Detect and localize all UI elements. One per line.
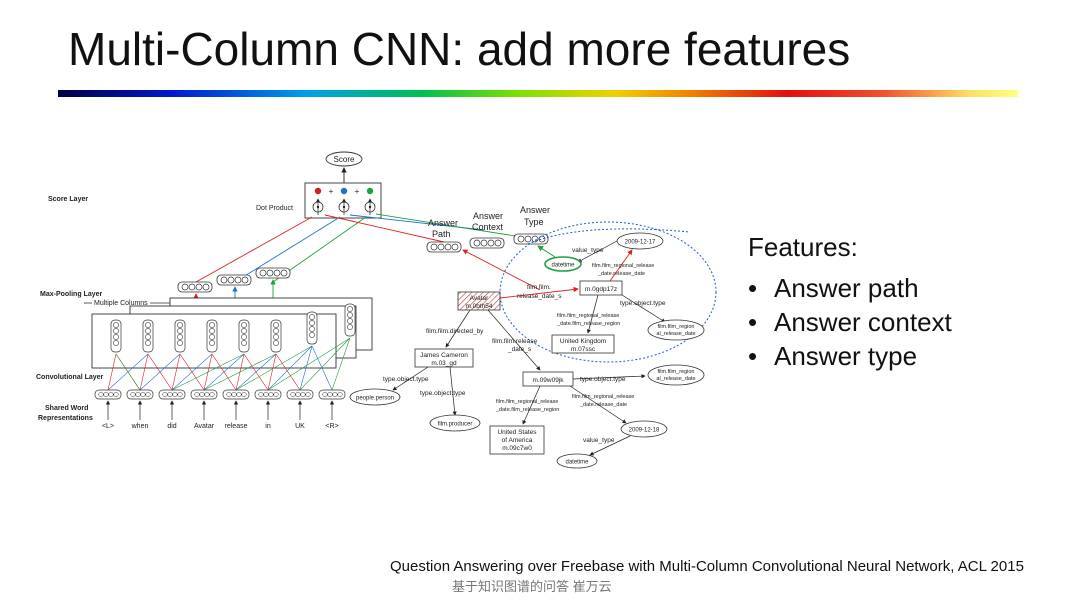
datetime-node-1 xyxy=(544,256,582,272)
author-credit: 基于知识图谱的问答 崔万云 xyxy=(452,579,612,594)
word-token: in xyxy=(265,423,271,430)
regional-region-b-label-1: film.film_regional_release xyxy=(496,399,558,405)
usa-node-label-2: of America xyxy=(502,437,533,444)
word-token: release xyxy=(225,423,248,430)
avatar-node-label: Avatar xyxy=(470,295,490,302)
datetime-node-2 xyxy=(556,453,598,469)
film-region-node-a-2: al_release_date xyxy=(656,331,695,337)
people-person-node xyxy=(349,388,401,406)
film-region-node-b xyxy=(647,364,705,386)
title-underline-gradient xyxy=(58,90,1018,97)
answer-type-label-1: Answer xyxy=(520,205,550,215)
datetime-node-2-label: datetime xyxy=(565,460,589,466)
datetime-node-1-label: datetime xyxy=(551,263,575,269)
slide-title: Multi-Column CNN: add more features xyxy=(68,23,851,75)
score-node xyxy=(325,151,363,167)
m-09w09jk-label: m.09w09jk xyxy=(532,377,564,384)
answer-type-label-2: Type xyxy=(524,217,544,227)
word-token: did xyxy=(167,423,176,430)
release-date-s-label-2: _date_s xyxy=(507,346,532,353)
word-token: UK xyxy=(295,423,305,430)
regional-region-b-label-2: _date.film_release_region xyxy=(495,407,559,413)
features-list: •Answer path •Answer context •Answer typ… xyxy=(748,271,952,373)
uk-node xyxy=(551,334,615,354)
svg-text:+: + xyxy=(355,187,360,196)
people-person-label: people.person xyxy=(356,396,394,402)
usa-node-id: m.09c7w0 xyxy=(502,445,532,452)
film-producer-node xyxy=(429,414,481,432)
answer-subgraph-boundary xyxy=(499,221,717,363)
release-date-label-1: film.film. xyxy=(527,284,551,291)
score-node-label: Score xyxy=(334,155,355,164)
film-region-node-b-2: al_release_date xyxy=(656,376,695,382)
answer-context-label-1: Answer xyxy=(473,211,503,221)
feature-item: •Answer type xyxy=(748,341,918,371)
shared-word-label: Shared Word xyxy=(45,405,88,412)
release-date-label-2: release_date_s xyxy=(517,293,562,300)
film-region-node-b-1: film.film_region xyxy=(658,369,695,375)
date-node-1-label: 2009-12-17 xyxy=(625,240,656,246)
svg-text:+: + xyxy=(329,187,334,196)
word-embeddings xyxy=(94,389,346,400)
representations-label: Representations xyxy=(38,415,93,422)
conv-connections xyxy=(107,337,351,391)
citation: Question Answering over Freebase with Mu… xyxy=(390,558,1024,575)
uk-node-id: m.07ssc xyxy=(571,346,596,353)
regional-region-label-1: film.film_regional_release xyxy=(557,313,619,319)
james-cameron-id: m.03_gd xyxy=(431,360,457,367)
value-type-label-2: value_type xyxy=(583,437,615,444)
answer-context-label-2: Context xyxy=(472,222,504,232)
date-node-2 xyxy=(620,420,668,438)
features-heading: Features: xyxy=(748,232,858,262)
answer-path-label-2: Path xyxy=(432,229,451,239)
type-object-type-label-3: type.object.type xyxy=(420,390,466,397)
avatar-node xyxy=(457,291,501,311)
multiple-columns-label: Multiple Columns xyxy=(94,300,148,307)
dot-product-label: Dot Product xyxy=(256,205,293,212)
release-date-s-label-1: film.film.release xyxy=(492,338,538,345)
regional-region-label-2: _date.film_release_region xyxy=(556,321,620,327)
m-0gdp17z-label: m.0gdp17z xyxy=(585,286,617,293)
james-cameron-node xyxy=(414,348,474,368)
word-token: Avatar xyxy=(194,423,215,430)
word-token: when xyxy=(131,423,149,430)
film-region-node-a xyxy=(647,319,705,341)
directed-by-label: film.film.directed_by xyxy=(426,328,484,335)
film-region-node-a-1: film.film_region xyxy=(658,324,695,330)
date-node-2-label: 2009-12-18 xyxy=(629,428,660,434)
regional-release-label-1: film.film_regional_release xyxy=(592,263,654,269)
score-layer-label: Score Layer xyxy=(48,196,88,203)
regional-release-b-label-2: _date.release_date xyxy=(579,402,627,408)
answer-path-label-1: Answer xyxy=(428,218,458,228)
type-object-type-label-2: type.object.type xyxy=(383,376,429,383)
film-producer-label: film.producer xyxy=(438,422,473,428)
usa-node-label-1: United States xyxy=(497,429,537,436)
max-pooling-layer-label: Max-Pooling Layer xyxy=(40,291,103,298)
james-cameron-label: James Cameron xyxy=(420,352,468,359)
type-object-type-label-4: type.object.type xyxy=(580,376,626,383)
convolutional-layer-label: Convolutional Layer xyxy=(36,374,104,381)
type-object-type-label-1: type.object.type xyxy=(620,300,666,307)
feature-item: •Answer context xyxy=(748,307,952,337)
value-type-label-1: value_type xyxy=(572,247,604,254)
avatar-node-id: m.0bth54 xyxy=(465,303,492,310)
features-panel: Features: •Answer path •Answer context •… xyxy=(748,232,952,373)
regional-release-b-label-1: film.film_regional_release xyxy=(572,394,634,400)
usa-node xyxy=(489,425,545,455)
word-token: <L> xyxy=(102,423,114,430)
uk-node-label: United Kingdom xyxy=(560,338,606,345)
feature-item: •Answer path xyxy=(748,273,919,303)
word-token: <R> xyxy=(325,423,338,430)
m-0gdp17z-node xyxy=(579,280,623,296)
regional-release-label-2: _date.release_date xyxy=(597,271,645,277)
